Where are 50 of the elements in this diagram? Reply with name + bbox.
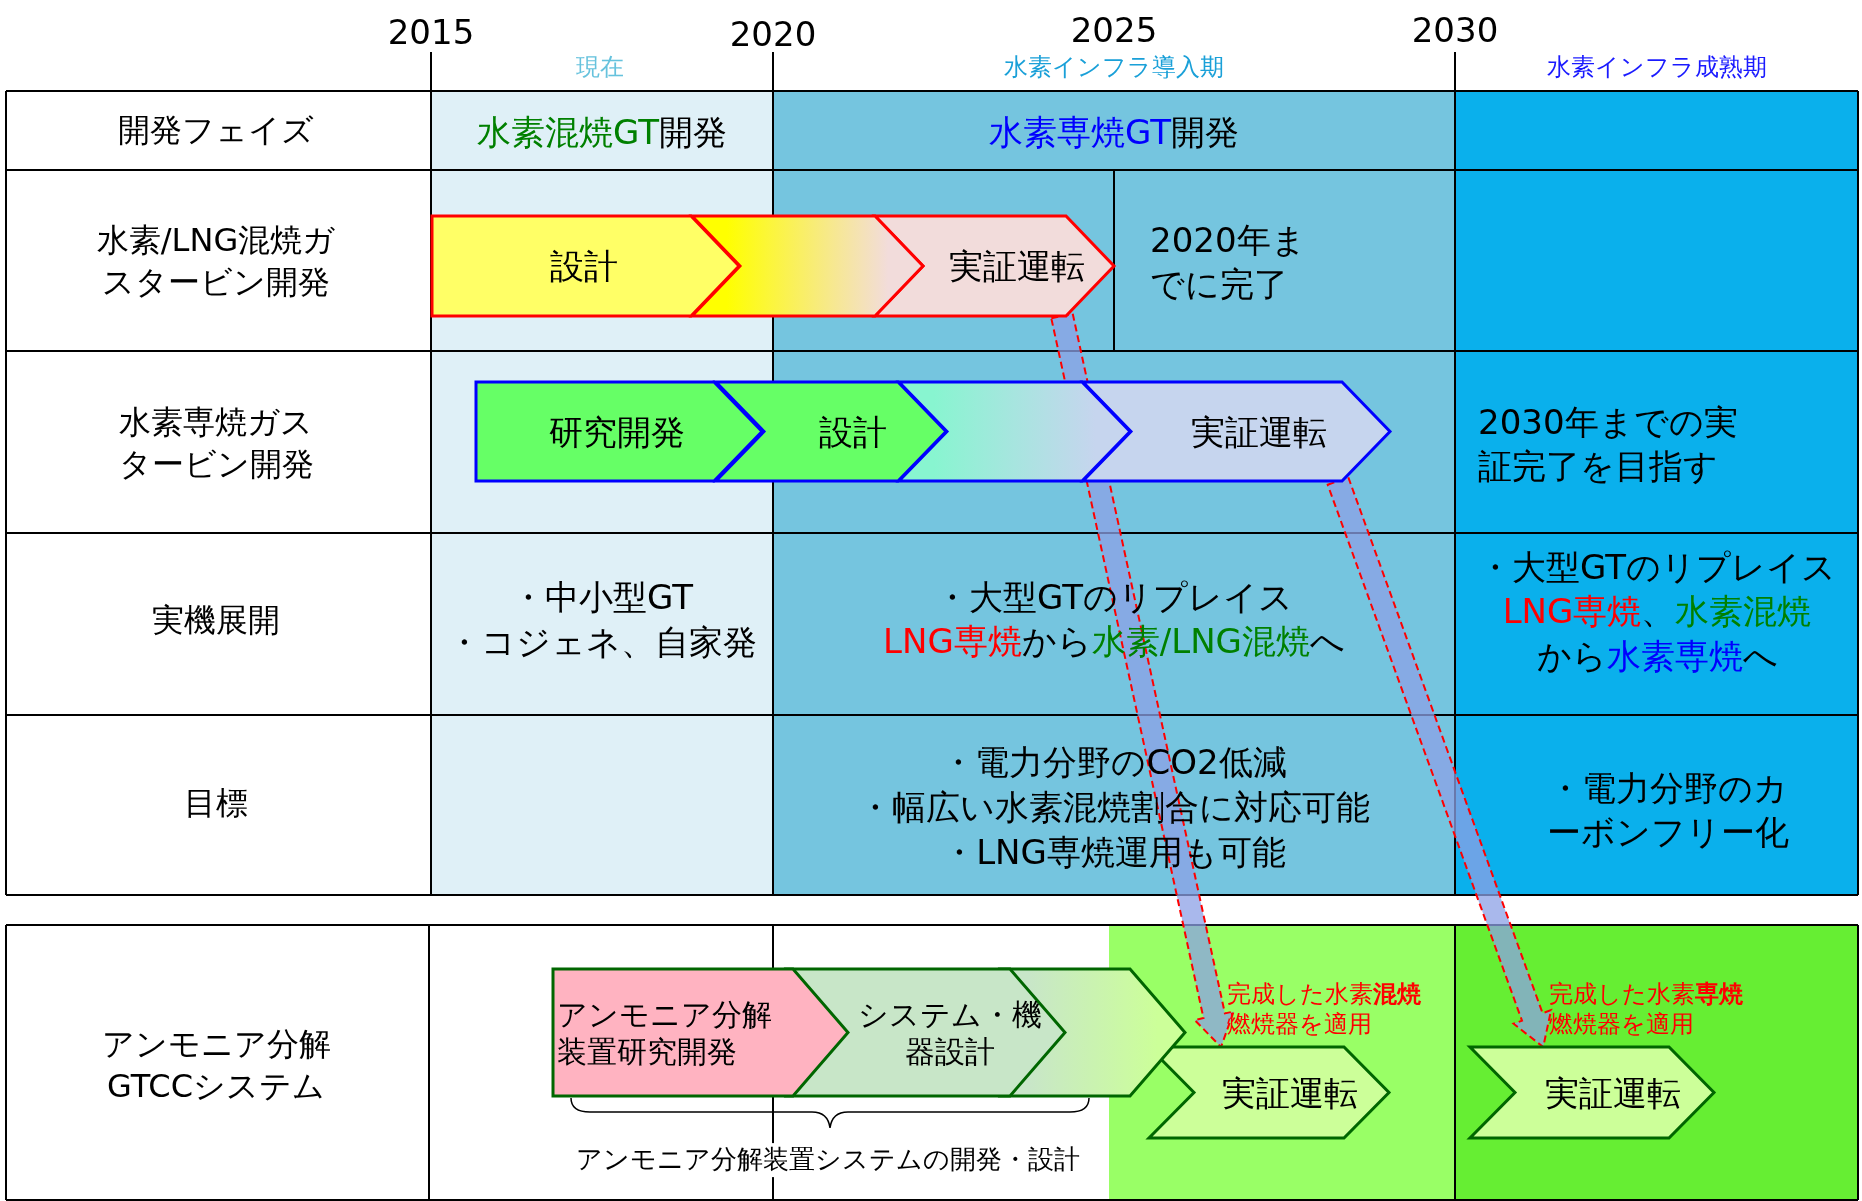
cell-text: 、 [1641,591,1676,631]
year-label: 2025 [1070,8,1158,52]
arrow [1050,312,1236,1049]
step-label: 実証運転 [1189,410,1328,453]
period-label: 水素インフラ成熟期 [1547,52,1767,84]
process-step [553,969,848,1096]
cell-text: へ [1742,636,1778,676]
process-step [432,216,739,316]
cell-text: へ [1309,621,1345,661]
row-header: 水素専焼ガスタービン開発 [117,402,315,485]
note-text: 2030年までの実証完了を目指す [1478,400,1739,488]
cell-text: 水素/LNG混焼 [1091,621,1310,661]
cell-text: ・電力分野のカーボンフリー化 [1546,766,1790,854]
arrow [1326,476,1553,1049]
cell-text: から [1021,621,1092,661]
row-header: 開発フェイズ [118,110,314,152]
cell-text: ・コジェネ、自家発 [447,620,757,664]
cell-text: ・大型GTのリプレイス [1478,545,1836,589]
step-label: 研究開発 [548,410,686,453]
year-label: 2030 [1411,8,1499,52]
period-label: 現在 [576,52,624,84]
step-label: 設計 [548,244,619,288]
row-header: アンモニア分解GTCCシステム [100,1024,332,1107]
cell-text: ・大型GTのリプレイス [935,575,1293,619]
row-header: 水素/LNG混焼ガスタービン開発 [95,220,337,303]
callout-text: 完成した水素混焼燃焼器を適用 [1227,979,1422,1039]
cell-text: 開発 [658,112,727,152]
year-label: 2015 [387,10,475,54]
cell-text: ・幅広い水素混焼割合に対応可能 [858,785,1370,829]
step-label: 設計 [818,410,888,453]
note-text: 2020年までに完了 [1150,218,1307,306]
cell-text: から [1536,636,1607,676]
cell-text: 開発 [1170,112,1239,152]
cell-text: ・中小型GT [511,575,693,619]
step-label: 実証運転 [947,244,1086,288]
step-label: アンモニア分解装置研究開発 [557,995,773,1070]
step-label: システム・機器設計 [857,995,1044,1070]
row-header: 実機展開 [152,600,280,642]
year-label: 2020 [729,12,817,56]
cell-text: ・LNG専焼運用も可能 [942,830,1286,874]
callout-text: 完成した水素専焼燃焼器を適用 [1549,979,1745,1039]
cell-text: 水素混焼 [1675,591,1812,631]
process-step [476,382,762,481]
cell-text: LNG専焼 [883,621,1022,661]
cell-text: 水素混焼GT [477,112,659,152]
period-label: 水素インフラ導入期 [1004,52,1224,84]
cell-text: 水素専焼GT [989,112,1171,152]
row-header: 目標 [184,783,248,825]
cell-text: LNG専焼 [1502,591,1642,631]
cell-text: 水素専焼 [1606,636,1743,676]
